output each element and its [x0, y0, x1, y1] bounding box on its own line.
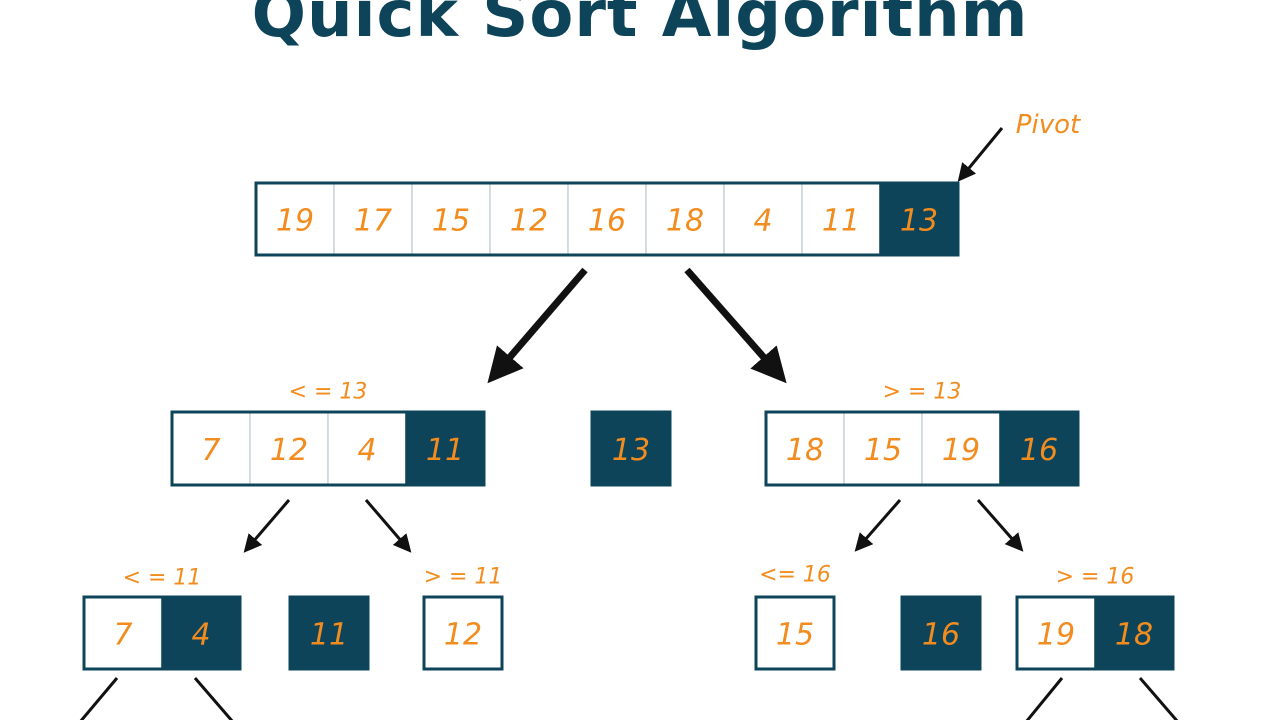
cell-value: 19: [1037, 618, 1075, 653]
array-right-1: 18 15 19 16 > = 13: [764, 380, 1080, 487]
cell-value: 18: [666, 204, 704, 239]
partition-label: > = 16: [1056, 565, 1135, 590]
array-left-2c: 12 > = 11: [422, 565, 504, 671]
array-border: [288, 595, 370, 671]
cell-value: 7: [201, 433, 220, 468]
array-cell: [83, 596, 163, 670]
array-cell: [255, 182, 335, 256]
cell-value: 18: [1115, 618, 1153, 653]
partition-label: <= 16: [759, 563, 831, 588]
cell-value: 17: [354, 204, 392, 239]
arrow-left2a-down-left: [79, 677, 119, 720]
array-border: [900, 595, 982, 671]
array-border: [254, 181, 960, 257]
cell-value: 13: [900, 204, 938, 239]
cell-value: 12: [270, 433, 308, 468]
arrow-right1-to-right2a: [854, 499, 902, 552]
pivot-label: Pivot: [1016, 110, 1081, 140]
cell-value: 4: [191, 618, 210, 653]
pivot-cell: [879, 182, 959, 256]
arrow-left1-to-left2a: [243, 499, 291, 553]
array-border: [1015, 595, 1175, 671]
cell-value: 15: [864, 433, 902, 468]
cell-value: 16: [922, 618, 960, 653]
cell-value: 16: [1020, 433, 1058, 468]
arrow-left1-to-left2c: [364, 499, 412, 553]
cell-value: 11: [310, 618, 348, 653]
cell-value: 13: [612, 433, 650, 468]
cell-value: 16: [588, 204, 626, 239]
arrow-right2c-down-right: [1138, 677, 1179, 720]
arrow-right2c-down-left: [1025, 677, 1064, 720]
array-border: [754, 595, 836, 671]
cell-value: 15: [432, 204, 470, 239]
array-right-2a: 15 <= 16: [754, 563, 836, 671]
array-cell: [249, 411, 329, 486]
cell-value: 11: [822, 204, 860, 239]
array-border: [82, 595, 242, 671]
array-left-2b: 11: [288, 595, 370, 671]
cell-value: 15: [776, 618, 814, 653]
partition-label: < = 11: [123, 566, 202, 591]
array-cell: [423, 596, 503, 670]
cell-value: 4: [753, 204, 772, 239]
cell-value: 12: [444, 618, 482, 653]
cell-value: 18: [786, 433, 824, 468]
array-border: [422, 595, 504, 671]
array-border: [170, 410, 486, 487]
array-middle-1: 13: [590, 410, 672, 487]
partition-label: > = 11: [424, 565, 503, 590]
cell-value: 19: [276, 204, 314, 239]
partition-label: > = 13: [883, 380, 962, 405]
array-cell: [411, 182, 491, 256]
array-cell: [843, 411, 923, 486]
arrow-root-to-right: [684, 267, 787, 384]
array-root: 19 17 15 12 16 18 4 11 13: [254, 181, 960, 257]
cell-value: 12: [510, 204, 548, 239]
pivot-cell: [901, 596, 981, 670]
arrow-root-to-left: [487, 267, 588, 384]
arrow-right1-to-right2c: [976, 499, 1024, 552]
pivot-cell: [591, 411, 671, 486]
array-cell: [921, 411, 1001, 486]
array-cell: [801, 182, 881, 256]
cell-value: 11: [426, 433, 464, 468]
page-title: Quick Sort Algorithm: [251, 0, 1029, 52]
array-border: [590, 410, 672, 487]
arrow-left2a-down-right: [193, 677, 234, 720]
array-border: [764, 410, 1080, 487]
array-cell: [765, 411, 845, 486]
array-right-2c: 19 18 > = 16: [1015, 565, 1175, 671]
array-left-2a: 7 4 < = 11: [82, 566, 242, 671]
partition-label: < = 13: [289, 380, 368, 405]
cell-value: 19: [942, 433, 980, 468]
cell-value: 4: [357, 433, 376, 468]
pivot-pointer-arrow: [957, 127, 1004, 182]
cell-value: 7: [113, 618, 132, 653]
array-right-2b: 16: [900, 595, 982, 671]
array-left-1: 7 12 4 11 < = 13: [170, 380, 486, 487]
